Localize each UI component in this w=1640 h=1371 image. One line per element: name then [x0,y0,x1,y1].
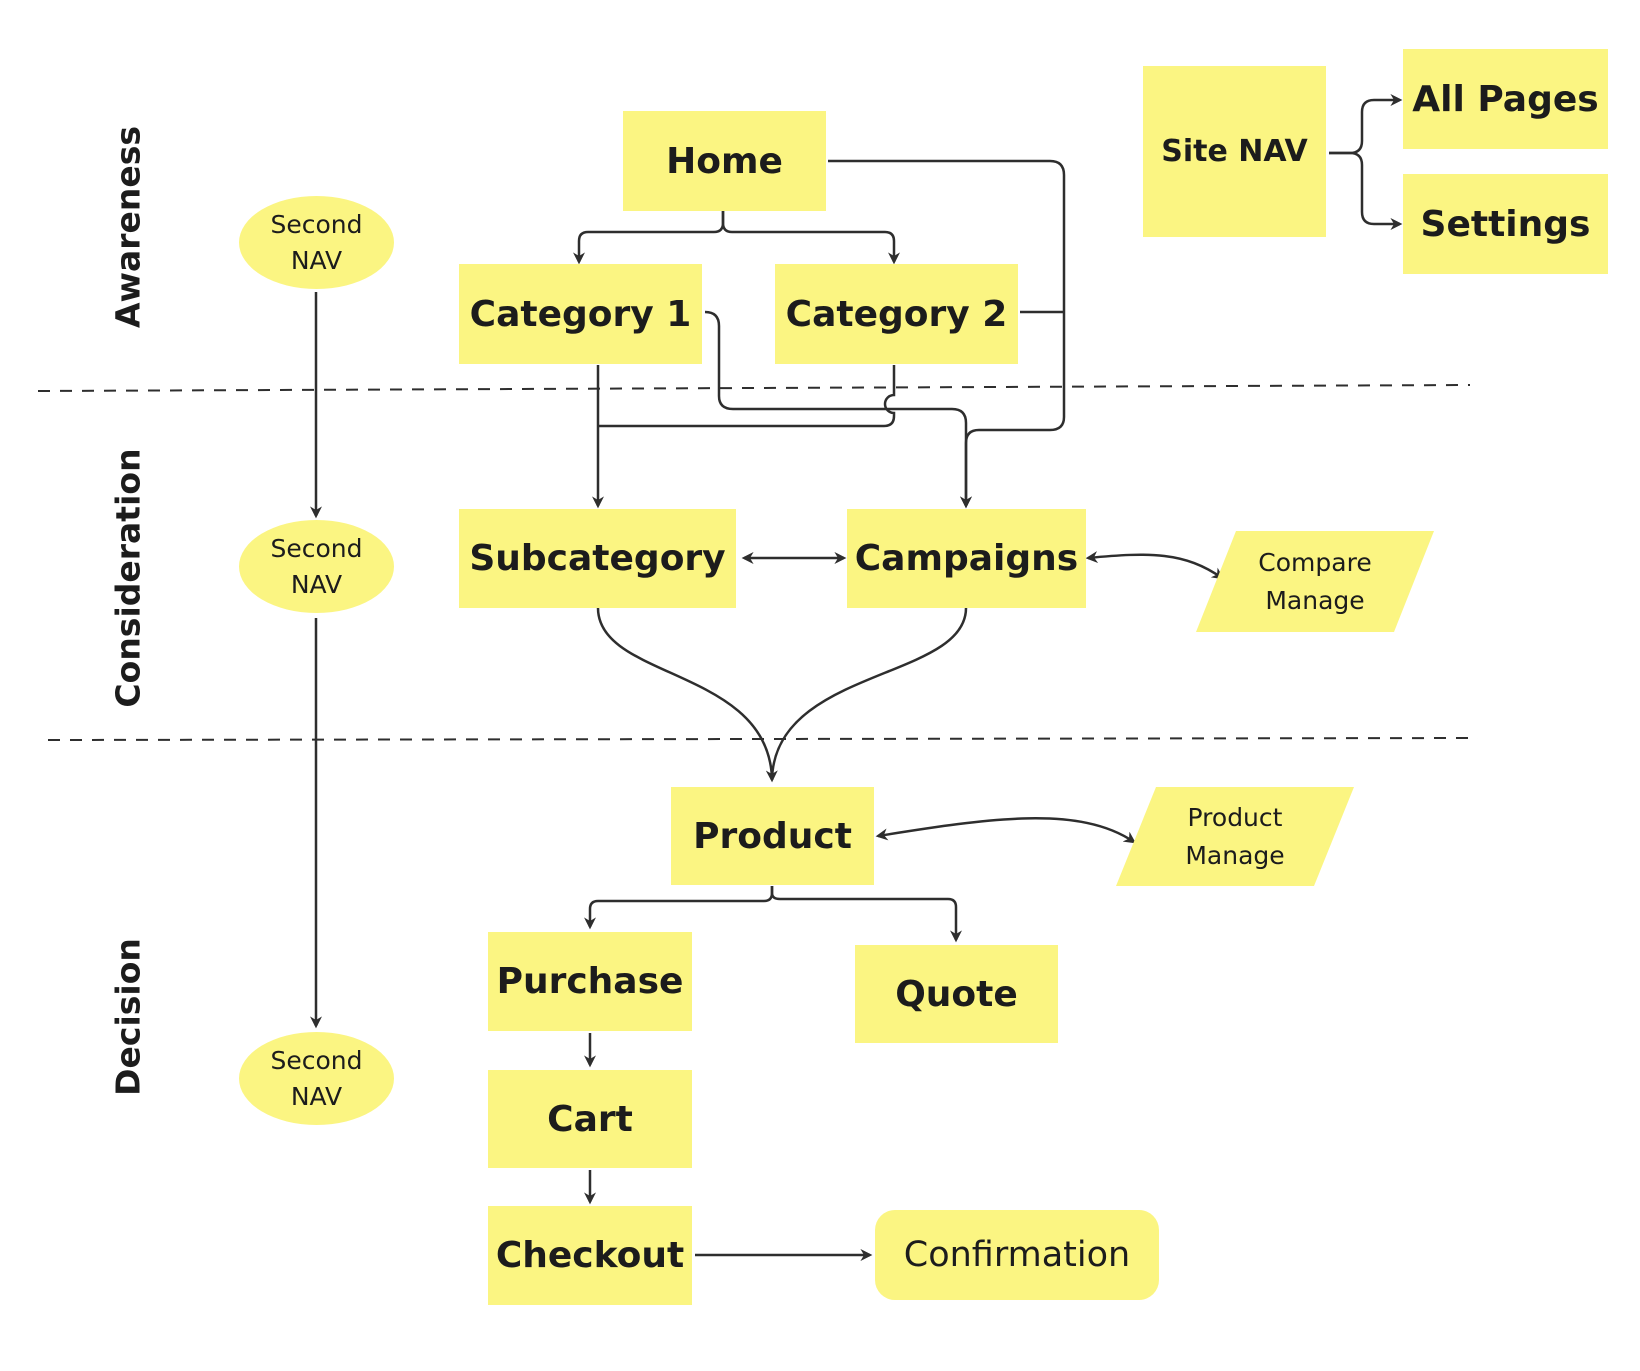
connector-campaigns-compare [1085,551,1224,580]
home-node[interactable]: Home [623,111,826,211]
stage-label-awareness: Awareness [108,125,148,329]
stage-label-decision: Decision [108,938,148,1096]
cart-node[interactable]: Cart [488,1070,692,1168]
connector-category1-campaigns [704,310,972,509]
second-nav-consideration[interactable]: Second NAV [239,520,394,613]
all-pages-node[interactable]: All Pages [1403,49,1608,149]
category-1-node[interactable]: Category 1 [459,264,702,364]
connector-product-quote [770,886,962,943]
connector-sitenav-settings [1329,151,1403,230]
product-node[interactable]: Product [671,787,874,885]
second-nav-decision[interactable]: Second NAV [239,1032,394,1125]
compare-manage-node[interactable]: Compare Manage [1258,547,1372,615]
checkout-node[interactable]: Checkout [488,1206,692,1305]
connector-category2-subcategory [598,365,896,428]
campaigns-node[interactable]: Campaigns [847,509,1086,608]
subcategory-node[interactable]: Subcategory [459,509,736,608]
connector-home-category2 [721,211,900,265]
product-manage-node[interactable]: Product Manage [1185,802,1285,870]
category-2-node[interactable]: Category 2 [775,264,1018,364]
connector-product-purchase [584,886,774,930]
connector-sitenav-allpages [1329,94,1403,155]
product-manage-shape [1116,787,1354,886]
connector-subcategory-product [596,607,778,783]
connector-campaigns-product [770,607,968,781]
quote-node[interactable]: Quote [855,945,1058,1043]
stage-label-consideration: Consideration [108,448,148,708]
connector-product-productmanage [875,817,1136,844]
confirmation-node[interactable]: Confirmation [875,1210,1159,1300]
purchase-node[interactable]: Purchase [488,932,692,1031]
settings-node[interactable]: Settings [1403,174,1608,274]
second-nav-awareness[interactable]: Second NAV [239,196,394,289]
connector-home-campaigns [828,159,1066,509]
stage-divider-awareness-consideration [37,384,1471,392]
site-nav-node[interactable]: Site NAV [1143,66,1326,237]
connector-home-category1 [573,211,725,265]
compare-manage-shape [1196,531,1434,632]
